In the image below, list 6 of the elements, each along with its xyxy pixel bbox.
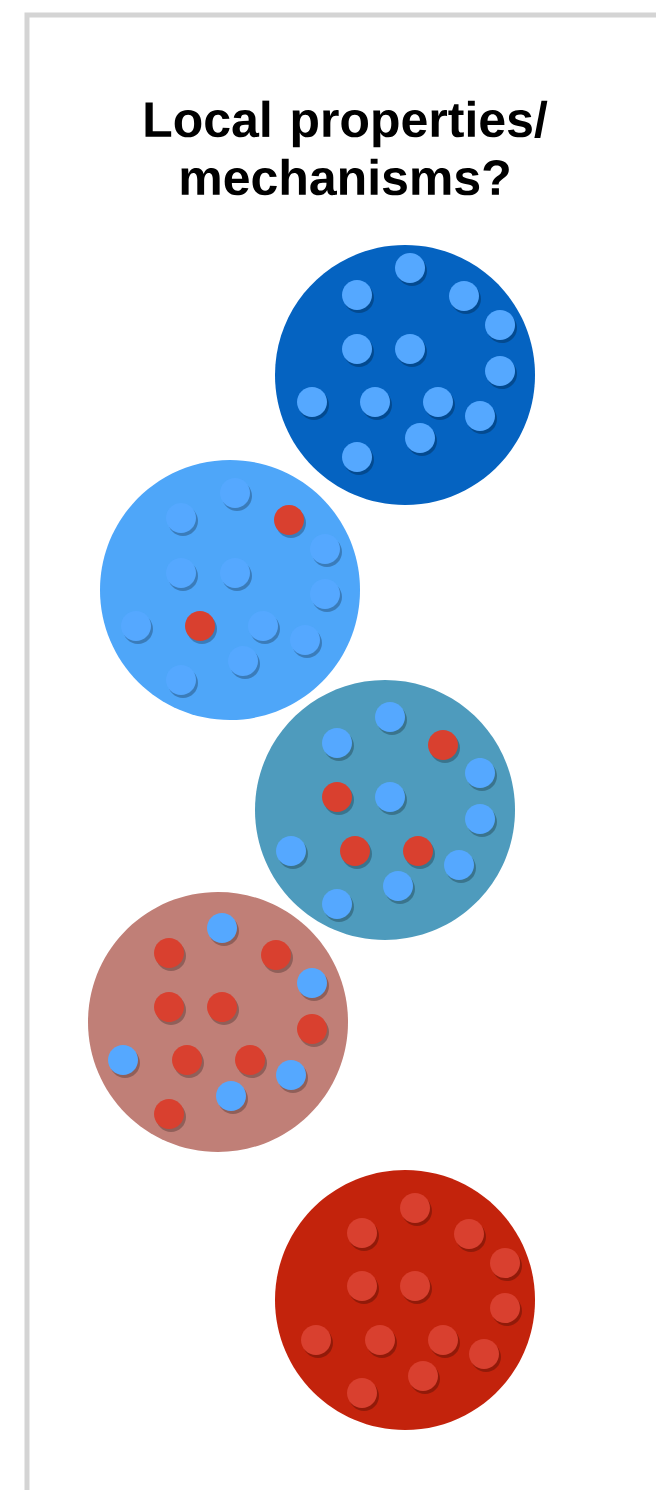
particle-circle xyxy=(275,1170,535,1430)
particle-circle xyxy=(275,245,535,505)
particle-circle xyxy=(255,680,515,940)
particle-circle xyxy=(100,460,360,720)
title: Local properties/ mechanisms? xyxy=(145,100,548,196)
particle-circle xyxy=(88,892,348,1152)
